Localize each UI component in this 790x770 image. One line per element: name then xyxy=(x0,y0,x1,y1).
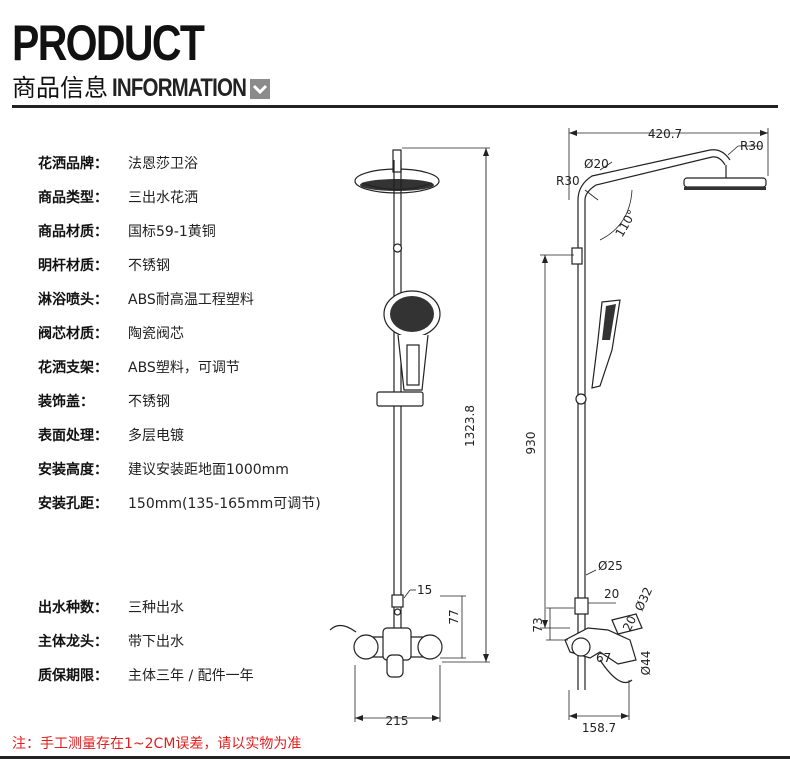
dim-side-20b: 20 xyxy=(620,614,639,634)
dim-side-d32: Ø32 xyxy=(632,585,655,613)
dim-side-73: 73 xyxy=(531,617,545,632)
subtitle-zh: 商品信息 xyxy=(12,74,108,102)
spec-row: 主体龙头：带下出水 xyxy=(38,634,184,650)
dim-front-width: 215 xyxy=(386,714,409,728)
footer-note: 注：手工测量存在1~2CM误差，请以实物为准 xyxy=(12,736,302,752)
spec-row: 出水种数：三种出水 xyxy=(38,600,184,616)
spec-row: 花洒支架：ABS塑料，可调节 xyxy=(38,360,240,376)
dim-front-height: 1323.8 xyxy=(463,405,477,447)
dim-side-d20: Ø20 xyxy=(584,157,609,171)
spec-row: 质保期限：主体三年 / 配件一年 xyxy=(38,668,254,684)
spec-row: 装饰盖：不锈钢 xyxy=(38,394,170,410)
side-view-drawing xyxy=(540,128,769,720)
dim-front-15: 15 xyxy=(417,583,432,597)
subtitle-en: INFORMATION xyxy=(112,74,247,102)
dim-side-angle: 110° xyxy=(612,207,639,239)
chevron-down-icon xyxy=(250,79,270,99)
dim-side-d25: Ø25 xyxy=(598,559,623,573)
spec-row: 商品材质：国标59-1黄铜 xyxy=(38,224,216,240)
header-divider xyxy=(12,105,778,108)
dim-side-width: 420.7 xyxy=(648,127,682,141)
footer-divider xyxy=(0,756,790,759)
dim-side-20: 20 xyxy=(604,587,619,601)
dim-side-depth: 158.7 xyxy=(582,721,616,735)
spec-row: 表面处理：多层电镀 xyxy=(38,428,184,444)
spec-row: 明杆材质：不锈钢 xyxy=(38,258,170,274)
section-subtitle: 商品信息 INFORMATION xyxy=(12,74,262,102)
spec-row: 安装高度：建议安装距地面1000mm xyxy=(38,462,289,478)
dim-front-77: 77 xyxy=(447,609,461,624)
front-view-drawing xyxy=(329,147,490,722)
dim-side-r30: R30 xyxy=(556,174,580,188)
page-title: PRODUCT xyxy=(12,15,205,71)
dim-side-67: 67 xyxy=(596,651,611,665)
dim-side-r30-top: R30 xyxy=(740,139,764,153)
spec-row: 阀芯材质：陶瓷阀芯 xyxy=(38,326,184,342)
spec-row: 花洒品牌：法恩莎卫浴 xyxy=(38,156,198,172)
spec-row: 商品类型：三出水花洒 xyxy=(38,190,198,206)
spec-row: 安装孔距：150mm(135-165mm可调节) xyxy=(38,496,321,512)
dim-side-930: 930 xyxy=(524,432,538,455)
spec-row: 淋浴喷头：ABS耐高温工程塑料 xyxy=(38,292,254,308)
dim-side-d44: Ø44 xyxy=(639,651,653,676)
